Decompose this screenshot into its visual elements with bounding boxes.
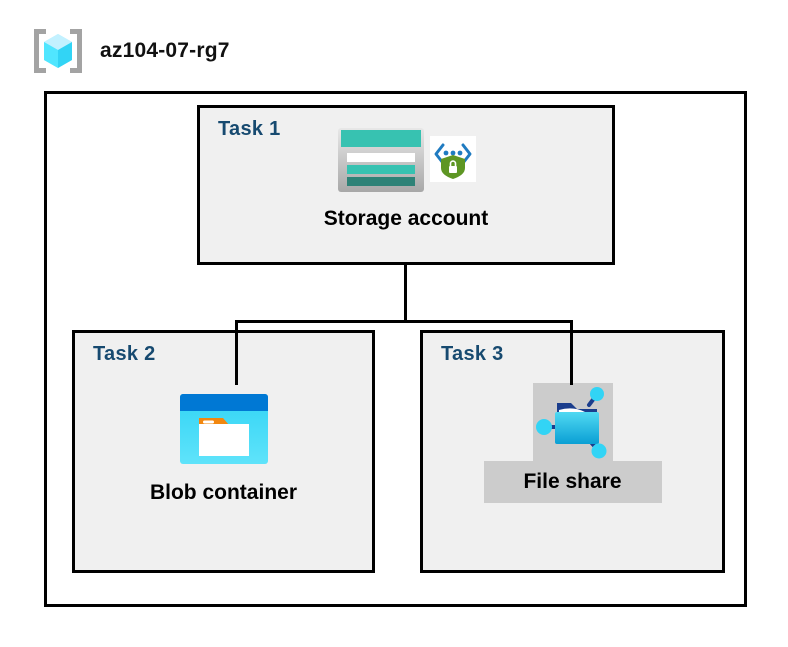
task-1-label: Task 1: [218, 118, 281, 140]
storage-account-caption: Storage account: [323, 207, 489, 230]
blob-container-node: Blob container: [75, 391, 372, 504]
resource-group-header: az104-07-rg7: [30, 26, 230, 76]
connector-to-file-share: [570, 320, 573, 385]
blob-container-caption: Blob container: [149, 481, 297, 504]
storage-account-icon-group: [336, 124, 476, 196]
file-share-icon: [533, 383, 613, 461]
task-1-box: Task 1: [197, 105, 615, 265]
blob-container-icon: [177, 391, 271, 467]
resource-group-icon: [30, 26, 86, 76]
connector-to-blob-container: [235, 320, 238, 385]
task-2-label: Task 2: [93, 343, 156, 365]
storage-account-node: Storage account: [200, 124, 612, 230]
task-2-box: Task 2 Blob container: [72, 330, 375, 573]
file-share-node: File share: [423, 383, 722, 503]
file-share-caption: File share: [523, 470, 622, 493]
file-share-plate-bottom: [483, 461, 662, 503]
resource-group-title: az104-07-rg7: [100, 39, 230, 62]
connector-storage-down: [404, 265, 407, 323]
task-3-label: Task 3: [441, 343, 504, 365]
connector-horizontal-bus: [235, 320, 573, 323]
